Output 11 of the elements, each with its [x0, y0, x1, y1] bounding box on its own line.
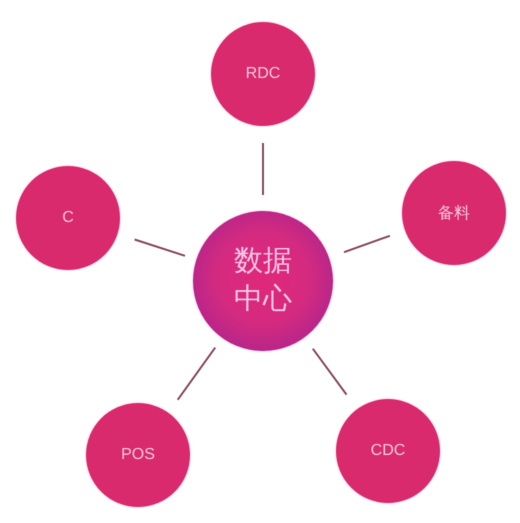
- node-label: POS: [121, 446, 155, 464]
- node-label: 数据中心: [232, 244, 293, 317]
- node-label: RDC: [246, 65, 280, 83]
- connector-line: [262, 143, 264, 195]
- connector-line: [312, 348, 348, 396]
- node-label: 备料: [438, 204, 470, 224]
- connector-line: [134, 238, 186, 257]
- node-label: CDC: [370, 442, 406, 460]
- connector-line: [176, 347, 216, 400]
- node-label: C: [62, 209, 74, 227]
- connector-line: [344, 234, 390, 254]
